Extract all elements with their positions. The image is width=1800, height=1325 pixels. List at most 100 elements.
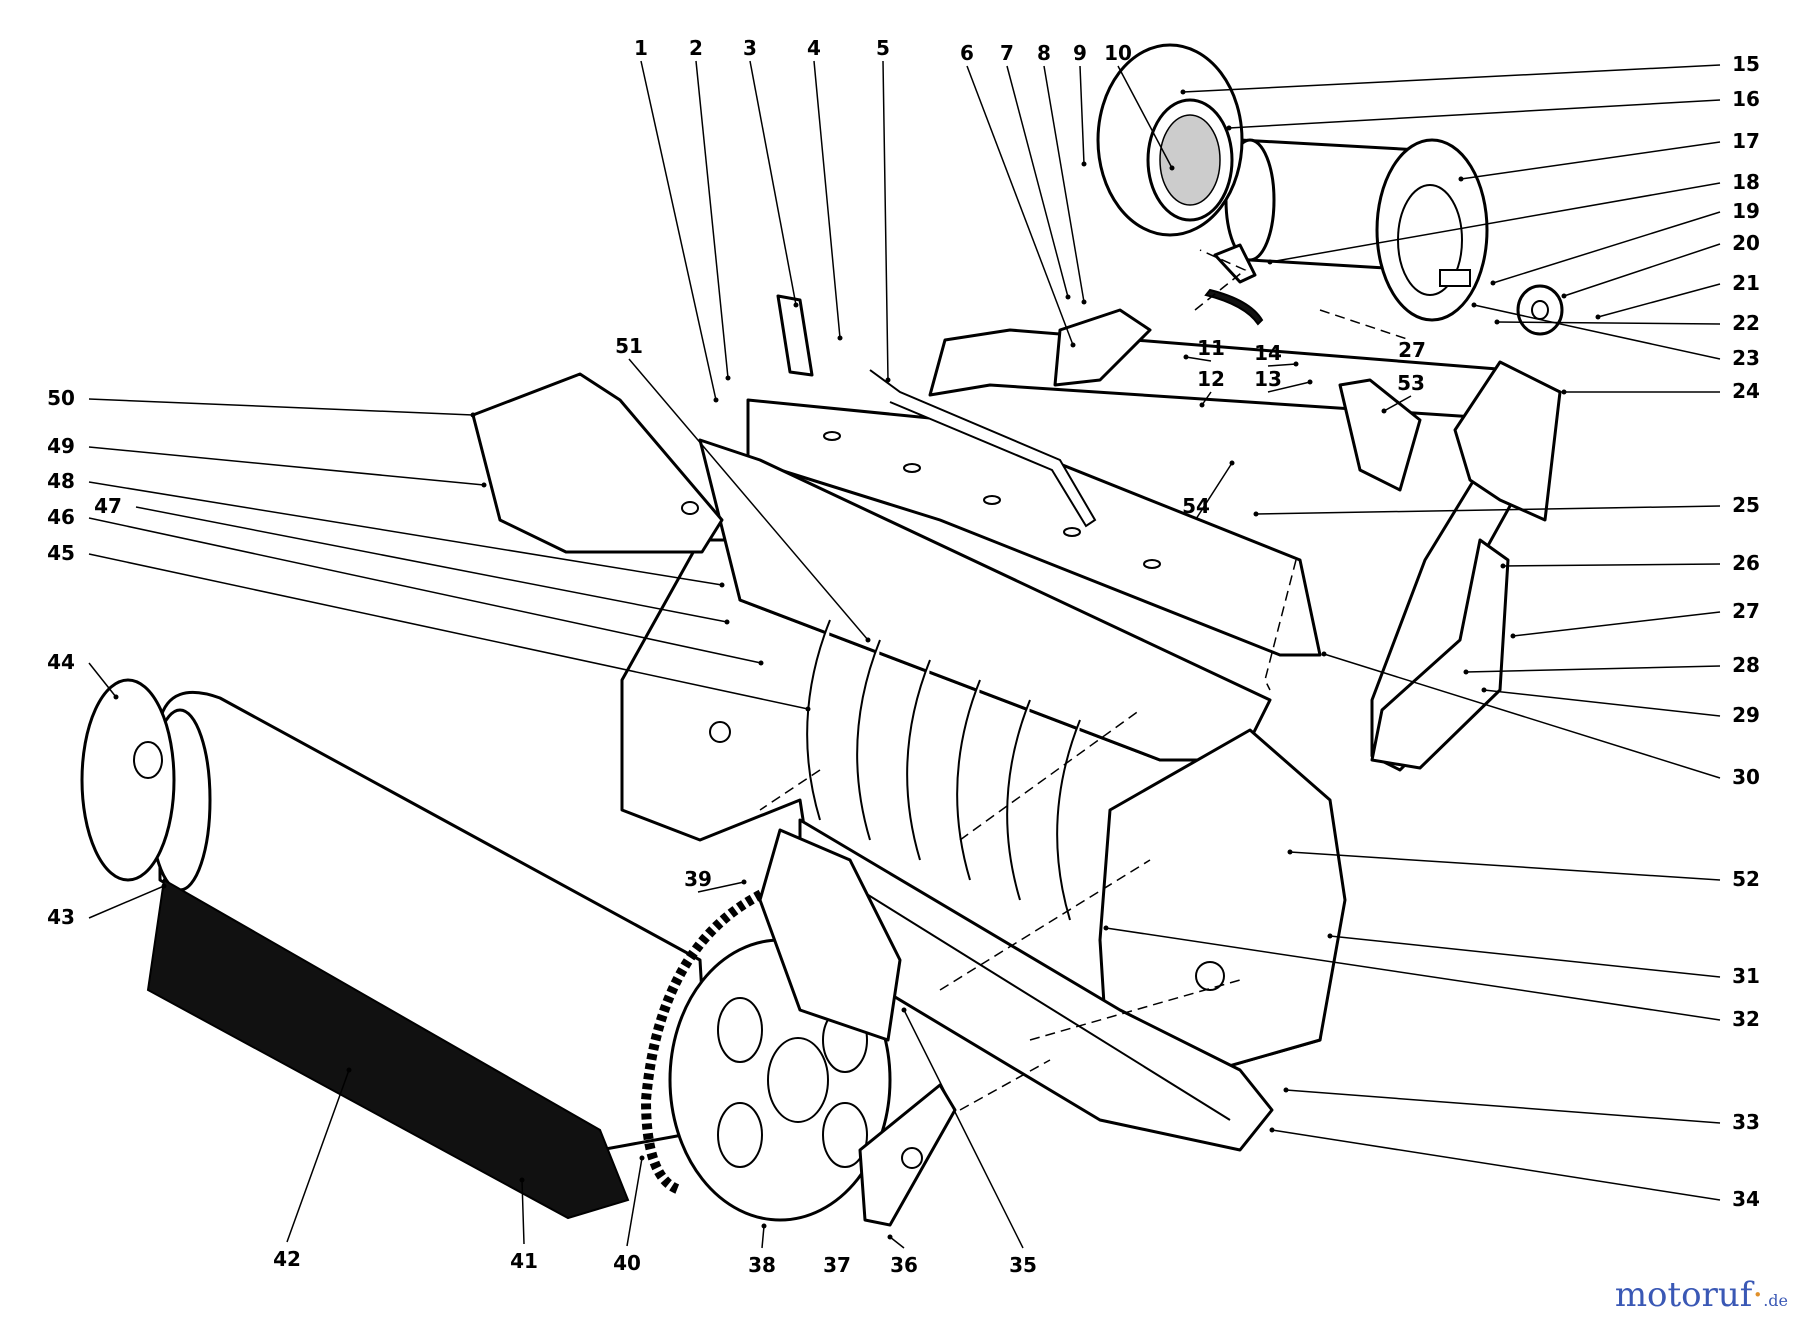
leader-dot <box>1481 687 1487 693</box>
callout-25: 25 <box>1253 493 1760 517</box>
leader-dot <box>865 637 871 643</box>
leader-line <box>1267 381 1311 393</box>
leader-line <box>697 881 745 893</box>
leader-line <box>1597 283 1721 318</box>
leader-line <box>1267 363 1297 367</box>
leader-line <box>1255 505 1721 515</box>
callout-21: 21 <box>1595 271 1760 320</box>
leader-line <box>1512 611 1721 637</box>
callout-number: 15 <box>1732 52 1760 76</box>
callout-27: 27 <box>1510 599 1760 639</box>
leader-dot <box>346 1067 352 1073</box>
watermark-tld: .de <box>1763 1291 1788 1310</box>
callout-54: 54 <box>1182 460 1235 520</box>
leader-line <box>1105 927 1721 1021</box>
leader-dot <box>1199 402 1205 408</box>
callout-number: 31 <box>1732 964 1760 988</box>
callout-37: 37 <box>823 1253 851 1277</box>
callout-29: 29 <box>1481 687 1760 727</box>
leader-dot <box>1180 89 1186 95</box>
callout-26: 26 <box>1500 551 1760 575</box>
callout-36: 36 <box>887 1234 918 1277</box>
callout-number: 25 <box>1732 493 1760 517</box>
leader-dot <box>1070 342 1076 348</box>
leader-dot <box>161 883 167 889</box>
callout-35: 35 <box>901 1007 1037 1277</box>
leader-line <box>1465 665 1721 673</box>
callout-39: 39 <box>684 867 747 893</box>
leader-line <box>1043 65 1085 303</box>
callout-15: 15 <box>1180 52 1760 95</box>
leader-dot <box>1253 511 1259 517</box>
leader-line <box>1460 141 1721 180</box>
callout-number: 23 <box>1732 346 1760 370</box>
motor-cover <box>1096 43 1244 237</box>
callout-number: 48 <box>47 469 75 493</box>
callout-number: 14 <box>1254 341 1282 365</box>
callout-number: 6 <box>960 41 974 65</box>
leader-line <box>286 1069 350 1243</box>
leader-dot <box>1458 176 1464 182</box>
callout-18: 18 <box>1267 170 1760 265</box>
callout-47: 47 <box>94 494 730 625</box>
leader-line <box>1563 243 1721 297</box>
callout-33: 33 <box>1283 1087 1760 1134</box>
callout-number: 44 <box>47 650 75 674</box>
leader-dot <box>1490 280 1496 286</box>
leader-line <box>966 65 1074 346</box>
callout-number: 2 <box>689 36 703 60</box>
callout-number: 17 <box>1732 129 1760 153</box>
callout-14: 14 <box>1254 341 1299 367</box>
leader-dot <box>1471 302 1477 308</box>
callout-number: 18 <box>1732 170 1760 194</box>
leader-dot <box>761 1223 767 1229</box>
motor-sprocket <box>1516 284 1564 336</box>
callout-53: 53 <box>1381 371 1425 414</box>
callout-number: 19 <box>1732 199 1760 223</box>
leader-line <box>1492 211 1721 284</box>
leader-dot <box>724 619 730 625</box>
callout-24: 24 <box>1561 379 1760 403</box>
callout-number: 5 <box>876 36 890 60</box>
callout-7: 7 <box>1000 41 1071 300</box>
leader-dot <box>719 582 725 588</box>
leader-line <box>1201 391 1212 406</box>
leader-line <box>88 662 117 698</box>
leader-line <box>521 1179 525 1245</box>
leader-dot <box>1595 314 1601 320</box>
leader-dot <box>1081 161 1087 167</box>
leader-dot <box>885 377 891 383</box>
leader-line <box>1228 99 1721 129</box>
callout-1: 1 <box>634 36 719 403</box>
callout-number: 16 <box>1732 87 1760 111</box>
leader-line <box>1117 65 1173 169</box>
callout-52: 52 <box>1287 849 1760 891</box>
callout-number: 24 <box>1732 379 1760 403</box>
callout-number: 32 <box>1732 1007 1760 1031</box>
callout-number: 22 <box>1732 311 1760 335</box>
callout-number: 49 <box>47 434 75 458</box>
leader-dot <box>1269 1127 1275 1133</box>
callout-number: 47 <box>94 494 122 518</box>
leader-line <box>1006 65 1069 298</box>
callout-20: 20 <box>1561 231 1760 299</box>
callout-51: 51 <box>615 334 871 643</box>
leader-dot <box>1065 294 1071 300</box>
lever-arm <box>1370 538 1510 770</box>
leader-line <box>1473 304 1721 360</box>
callout-number: 43 <box>47 905 75 929</box>
leader-dot <box>741 879 747 885</box>
callout-number: 52 <box>1732 867 1760 891</box>
leader-dot <box>1283 1087 1289 1093</box>
leader-dot <box>758 660 764 666</box>
belt-guard <box>471 372 724 554</box>
leader-dot <box>793 302 799 308</box>
callout-number: 51 <box>615 334 643 358</box>
leader-line <box>1195 462 1233 520</box>
leader-dot <box>887 1234 893 1240</box>
callout-number: 41 <box>510 1249 538 1273</box>
auger-end-disc <box>80 678 176 882</box>
leader-dot <box>1327 933 1333 939</box>
leader-line <box>88 446 485 486</box>
